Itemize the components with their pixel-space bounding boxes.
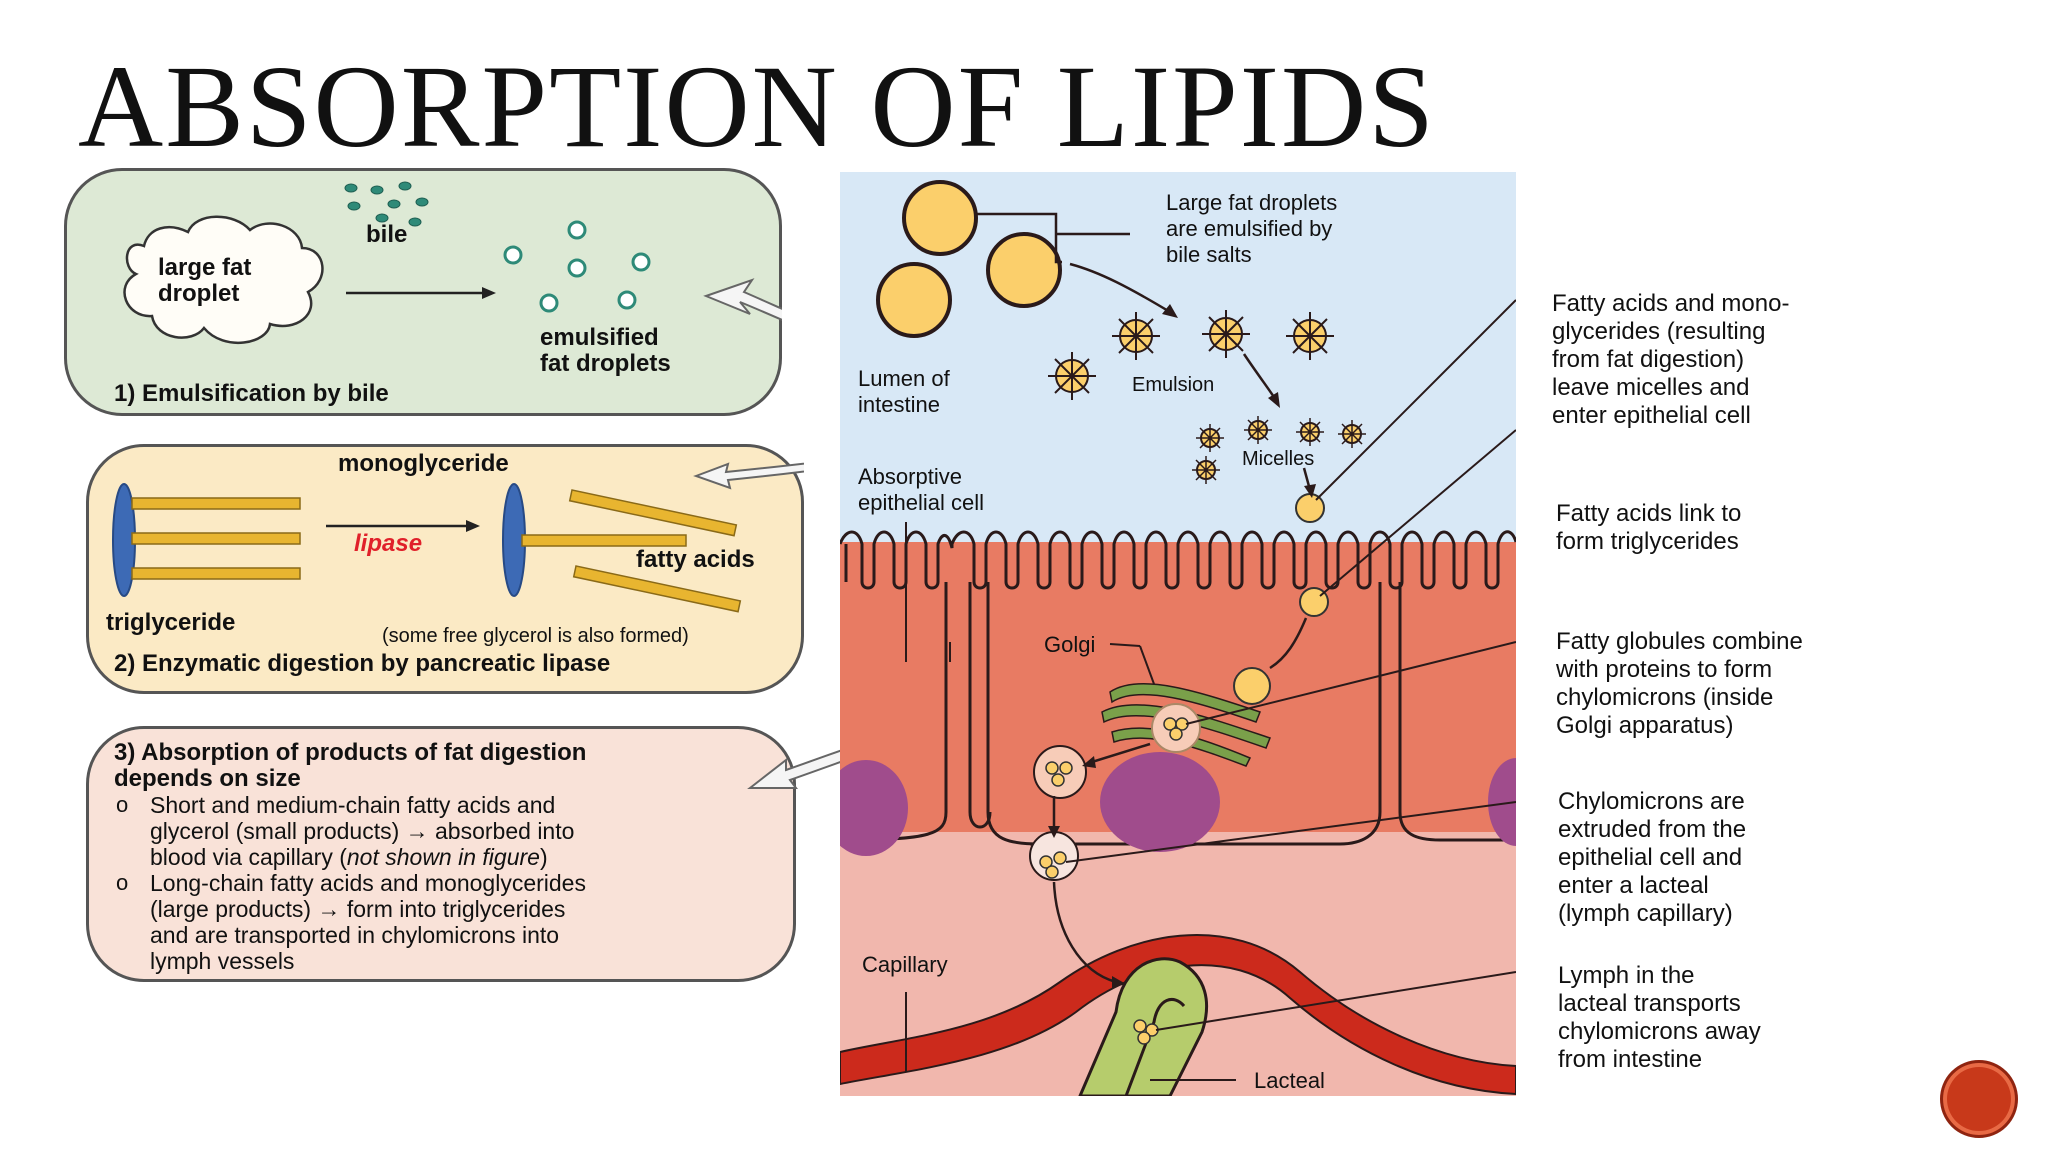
callout-line: Golgi apparatus) — [1556, 712, 1734, 739]
nucleus-center — [1100, 752, 1220, 852]
list-text: ) — [539, 844, 548, 870]
list-line: blood via capillary (not shown in figure… — [150, 844, 784, 870]
glycerol-note: (some free glycerol is also formed) — [382, 625, 689, 647]
label-line: Absorptive — [858, 464, 962, 489]
lipase-label: lipase — [354, 530, 423, 557]
digestion-graphic — [112, 462, 804, 613]
bile-label: bile — [366, 221, 408, 248]
lipid-absorption-diagram — [840, 172, 1516, 1096]
fat-globule — [1233, 667, 1271, 705]
absorption-heading-line2: depends on size — [114, 765, 301, 792]
list-line: glycerol (small products) → absorbed int… — [150, 818, 575, 844]
nucleus-left — [840, 760, 908, 856]
list-line: and are transported in chylomicrons into — [150, 922, 560, 948]
large-fat-droplet — [902, 180, 978, 256]
slide-title: ABSORPTION OF LIPIDS — [78, 41, 1436, 172]
cell-boundary-right2 — [1040, 582, 1382, 846]
digestion-caption: 2) Enzymatic digestion by pancreatic lip… — [114, 650, 611, 677]
fatty-acid-droplet — [1295, 493, 1325, 523]
label-line: intestine — [858, 392, 940, 417]
emulsified-label-1: emulsified — [540, 324, 659, 351]
capillary-vessel — [840, 934, 1516, 1096]
next-slide-button[interactable] — [1940, 1060, 2018, 1138]
pointer-arrow-2 — [693, 462, 804, 490]
cell-boundary-right — [1398, 582, 1516, 842]
pointer-arrow-1 — [703, 278, 782, 321]
callout-line: enter epithelial cell — [1552, 402, 1751, 429]
fatty-acids-label: fatty acids — [636, 546, 755, 573]
callout-line: extruded from the — [1558, 816, 1747, 843]
microvilli-border — [840, 530, 1516, 590]
callout-line: chylomicrons away — [1558, 1018, 1761, 1045]
list-line: Long-chain fatty acids and monoglyceride… — [150, 870, 586, 896]
large-fat-droplet-shape — [123, 215, 324, 344]
callout-line: from fat digestion) — [1552, 346, 1745, 373]
emulsification-graphic — [123, 181, 782, 344]
callout-line: (lymph capillary) — [1558, 900, 1733, 927]
label-line: are emulsified by — [1166, 216, 1333, 241]
large-droplets-label: Large fat droplets are emulsified by bil… — [1166, 190, 1337, 268]
callout-line: Fatty globules combine — [1556, 628, 1803, 655]
callout-line: from intestine — [1558, 1046, 1703, 1073]
callout-fatty-acids-enter: Fatty acids and mono- glycerides (result… — [1552, 290, 1789, 430]
monoglyceride-label: monoglyceride — [338, 450, 509, 477]
triglyceride-label: triglyceride — [106, 609, 236, 636]
droplet-label-2: droplet — [158, 280, 240, 307]
emulsified-label-2: fat droplets — [540, 350, 671, 377]
callout-line: lacteal transports — [1558, 990, 1741, 1017]
golgi-label: Golgi — [1044, 632, 1096, 657]
list-item: Short and medium-chain fatty acids and g… — [114, 792, 784, 870]
absorption-list: Short and medium-chain fatty acids and g… — [114, 792, 784, 974]
callout-line: chylomicrons (inside — [1556, 684, 1774, 711]
list-text: blood via capillary ( — [150, 844, 347, 870]
bile-particles — [344, 181, 429, 227]
callout-line: leave micelles and — [1552, 374, 1750, 401]
micelles-label: Micelles — [1242, 448, 1315, 470]
list-line: lymph vessels — [150, 948, 295, 974]
list-line: (large products) → form into triglycerid… — [150, 896, 566, 922]
droplet-label-1: large fat — [158, 254, 252, 281]
callout-line: form triglycerides — [1556, 528, 1739, 555]
emulsion-spikes — [1048, 310, 1334, 400]
callout-line: enter a lacteal — [1558, 872, 1709, 899]
callout-lymph-transport: Lymph in the lacteal transports chylomic… — [1558, 962, 1761, 1074]
callout-chylomicrons-form: Fatty globules combine with proteins to … — [1556, 628, 1803, 740]
large-fat-droplet — [876, 262, 952, 338]
emulsion-label: Emulsion — [1132, 374, 1215, 396]
large-fat-droplet — [986, 232, 1062, 308]
label-line: bile salts — [1166, 242, 1252, 267]
absorptive-cell-label: Absorptive epithelial cell — [858, 464, 984, 516]
callout-chylomicrons-extruded: Chylomicrons are extruded from the epith… — [1558, 788, 1746, 928]
list-italic-text: not shown in figure — [346, 844, 540, 870]
label-line: epithelial cell — [858, 490, 984, 515]
list-item: Long-chain fatty acids and monoglyceride… — [114, 870, 784, 974]
absorption-heading-line1: 3) Absorption of products of fat digesti… — [114, 739, 587, 766]
capillary-label: Capillary — [862, 952, 948, 977]
callout-triglycerides: Fatty acids link to form triglycerides — [1556, 500, 1741, 556]
lacteal-label: Lacteal — [1254, 1068, 1325, 1093]
nucleus-right — [1488, 758, 1516, 846]
callout-line: Fatty acids and mono- — [1552, 290, 1790, 317]
callout-line: glycerides (resulting — [1552, 318, 1766, 345]
label-line: Large fat droplets — [1166, 190, 1338, 215]
list-line: Short and medium-chain fatty acids and — [150, 792, 556, 818]
callout-line: with proteins to form — [1556, 656, 1773, 683]
lumen-label: Lumen of intestine — [858, 366, 950, 418]
callout-line: Fatty acids link to — [1556, 500, 1742, 527]
emulsification-caption: 1) Emulsification by bile — [114, 380, 389, 407]
label-line: Lumen of — [858, 366, 950, 391]
emulsified-droplets — [503, 220, 651, 313]
callout-line: Lymph in the — [1558, 962, 1695, 989]
callout-line: Chylomicrons are — [1558, 788, 1745, 815]
absorption-heading: 3) Absorption of products of fat digesti… — [114, 740, 586, 792]
chylomicron-vesicle — [1033, 745, 1087, 799]
callout-line: epithelial cell and — [1558, 844, 1743, 871]
